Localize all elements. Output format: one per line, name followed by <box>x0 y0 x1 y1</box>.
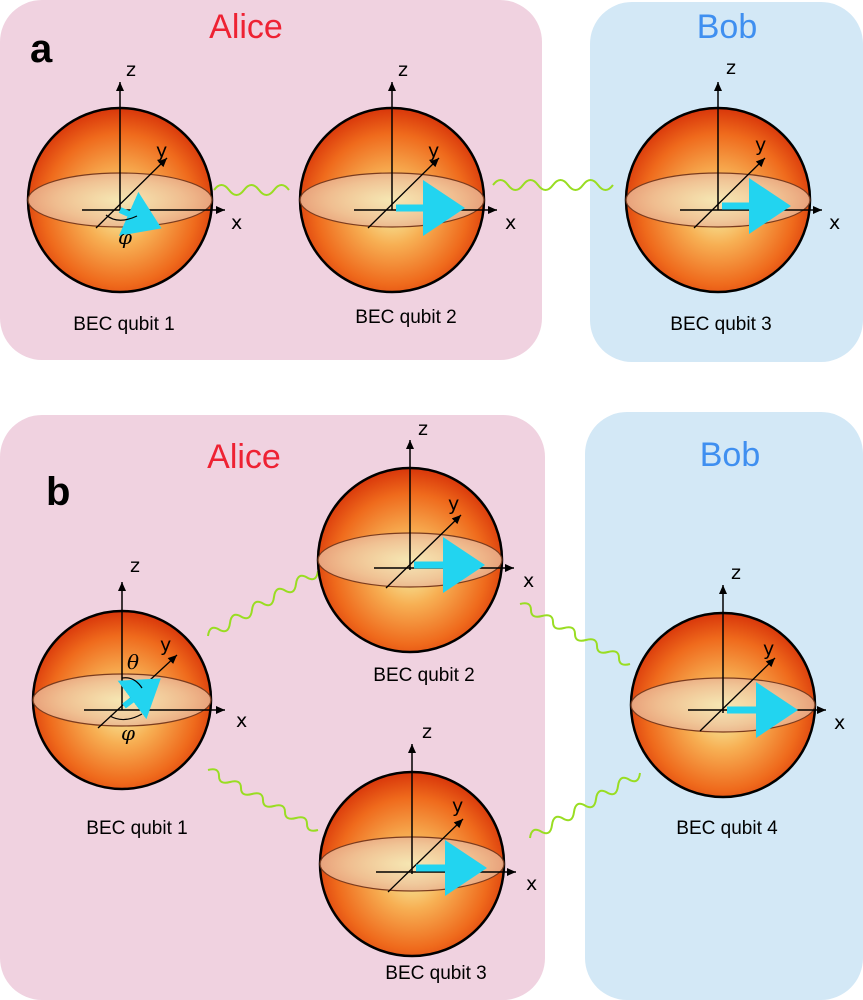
qubit-label-2: BEC qubit 2 <box>373 665 474 686</box>
qubit-sphere-1: z y x θ φ <box>31 555 247 791</box>
y-axis-label: y <box>156 140 167 162</box>
entanglement-wave <box>213 184 290 196</box>
entanglement-wave <box>492 179 614 191</box>
phi-label: φ <box>118 225 132 249</box>
panel-b-label: b <box>46 470 70 514</box>
x-axis-label: x <box>523 570 534 592</box>
y-axis-label: y <box>755 134 766 156</box>
phi-angle-arc <box>109 713 143 721</box>
alice-label-a: Alice <box>209 8 283 46</box>
qubit-sphere-2: z y x <box>316 418 534 654</box>
y-axis-label: y <box>452 795 463 817</box>
qubit-sphere-1: z y x φ <box>26 59 242 294</box>
qubit-label-3: BEC qubit 3 <box>670 314 771 335</box>
entanglement-wave <box>207 768 319 832</box>
y-axis-label: y <box>763 638 774 660</box>
qubit-sphere-3: z y x <box>318 721 537 958</box>
z-axis-label: z <box>726 57 736 79</box>
z-axis-label: z <box>126 59 136 81</box>
phi-label: φ <box>121 721 135 745</box>
x-axis-label: x <box>526 873 537 895</box>
panel-b: b Alice Bob z y x θ φ BEC qubit 1 <box>0 412 863 1000</box>
entanglement-wave <box>207 570 319 637</box>
panel-a-label: a <box>30 27 53 71</box>
state-vector-arrow <box>118 191 162 236</box>
y-axis-label: y <box>448 493 459 515</box>
y-axis-label: y <box>428 140 439 162</box>
qubit-label-3: BEC qubit 3 <box>385 963 486 984</box>
x-axis-label: x <box>231 212 242 234</box>
theta-label: θ <box>127 650 139 674</box>
phi-angle-arc <box>105 214 138 221</box>
z-axis-label: z <box>422 721 432 743</box>
qubit-sphere-3: z y x <box>624 57 840 294</box>
z-axis-label: z <box>130 555 140 577</box>
y-axis <box>693 157 766 229</box>
z-axis-label: z <box>731 562 741 584</box>
qubit-label-1: BEC qubit 1 <box>73 314 174 335</box>
state-vector-arrow <box>117 678 161 720</box>
z-axis-label: z <box>418 418 428 440</box>
bob-label-a: Bob <box>697 8 758 46</box>
qubit-label-2: BEC qubit 2 <box>355 307 456 328</box>
x-axis-label: x <box>236 710 247 732</box>
alice-label-b: Alice <box>207 438 281 476</box>
qubit-label-1: BEC qubit 1 <box>86 818 187 839</box>
qubit-sphere-4: z y x <box>629 562 845 799</box>
x-axis-label: x <box>505 212 516 234</box>
y-axis <box>387 818 464 893</box>
y-axis <box>699 657 776 732</box>
entanglement-wave <box>519 602 631 666</box>
panel-a: a Alice Bob z y x φ BEC qubit 1 z y <box>0 0 863 362</box>
z-axis-label: z <box>398 59 408 81</box>
y-axis <box>385 514 462 589</box>
x-axis-label: x <box>834 712 845 734</box>
bob-label-b: Bob <box>700 436 761 474</box>
y-axis <box>367 157 440 229</box>
entanglement-wave <box>529 772 641 839</box>
qubit-sphere-2: z y x <box>298 59 516 294</box>
x-axis-label: x <box>829 212 840 234</box>
qubit-label-4: BEC qubit 4 <box>676 818 778 839</box>
y-axis-label: y <box>160 634 171 656</box>
theta-angle-arc <box>121 677 143 689</box>
